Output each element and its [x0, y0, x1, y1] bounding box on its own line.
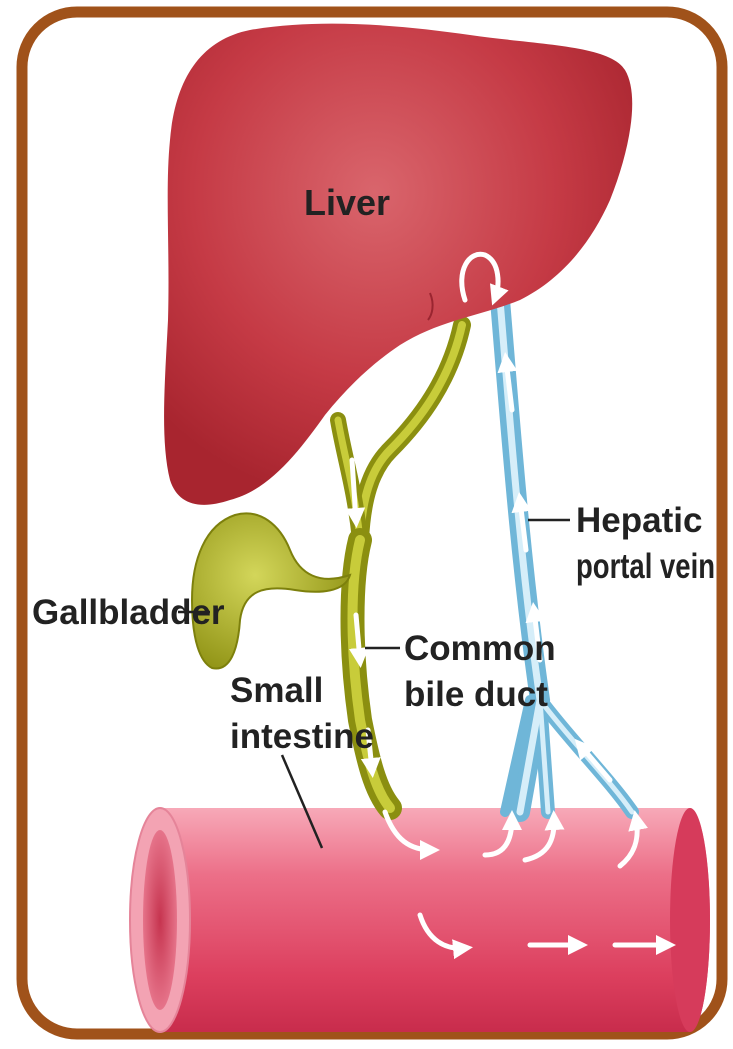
- label-liver: Liver: [304, 182, 390, 223]
- label-small-intestine-line1: Small: [230, 671, 323, 710]
- label-hepatic-portal-vein-line1: Hepatic: [576, 501, 702, 540]
- label-common-bile-duct-line2: bile duct: [404, 675, 548, 714]
- label-gallbladder: Gallbladder: [32, 593, 225, 632]
- label-hepatic-portal-vein-line2: portal vein: [576, 547, 715, 586]
- label-small-intestine-line2: intestine: [230, 717, 374, 756]
- label-common-bile-duct-line1: Common: [404, 629, 556, 668]
